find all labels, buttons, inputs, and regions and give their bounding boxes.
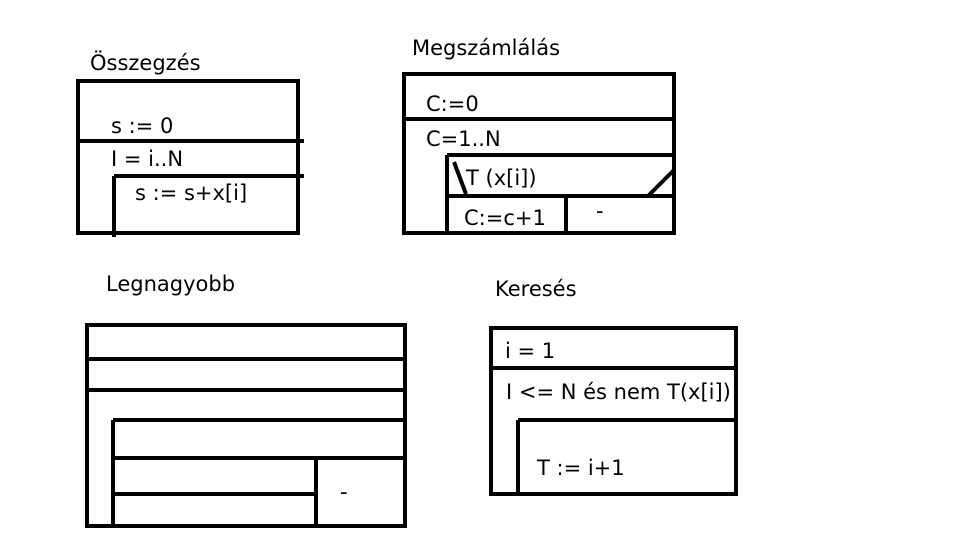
megszamlalas-init-text: C:=0 bbox=[426, 92, 479, 116]
megszamlalas-branch-right-diagonal bbox=[646, 168, 676, 198]
osszegzes-loop-text: I = i..N bbox=[111, 147, 183, 171]
megszamlalas-then-text: C:=c+1 bbox=[464, 206, 546, 230]
kereses-outer-box bbox=[489, 326, 738, 496]
kereses-title: Keresés bbox=[495, 277, 577, 301]
kereses-loop-text: I <= N és nem T(x[i]) bbox=[506, 380, 731, 404]
megszamlalas-structogram: Megszámlálás C:=0 C=1..N T (x[i]) C:=c+1… bbox=[402, 36, 676, 235]
osszegzes-title: Összegzés bbox=[90, 50, 201, 75]
megszamlalas-else-text: - bbox=[596, 199, 604, 223]
osszegzes-outer-box bbox=[76, 79, 300, 235]
kereses-init-text: i = 1 bbox=[505, 339, 555, 363]
megszamlalas-loop-text: C=1..N bbox=[426, 127, 501, 151]
legnagyobb-structogram: Legnagyobb - bbox=[85, 272, 407, 528]
legnagyobb-title: Legnagyobb bbox=[106, 272, 235, 296]
kereses-structogram: Keresés i = 1 I <= N és nem T(x[i]) T :=… bbox=[489, 277, 738, 496]
osszegzes-body-text: s := s+x[i] bbox=[135, 181, 247, 205]
kereses-body-text: T := i+1 bbox=[536, 456, 625, 480]
osszegzes-structogram: Összegzés s := 0 I = i..N s := s+x[i] bbox=[76, 50, 304, 237]
osszegzes-init-text: s := 0 bbox=[111, 114, 173, 138]
legnagyobb-outer-box bbox=[85, 323, 407, 528]
legnagyobb-else-text: - bbox=[340, 480, 348, 504]
megszamlalas-condition-text: T (x[i]) bbox=[465, 166, 537, 190]
megszamlalas-branch-left-diagonal bbox=[452, 161, 468, 195]
megszamlalas-title: Megszámlálás bbox=[412, 36, 560, 60]
